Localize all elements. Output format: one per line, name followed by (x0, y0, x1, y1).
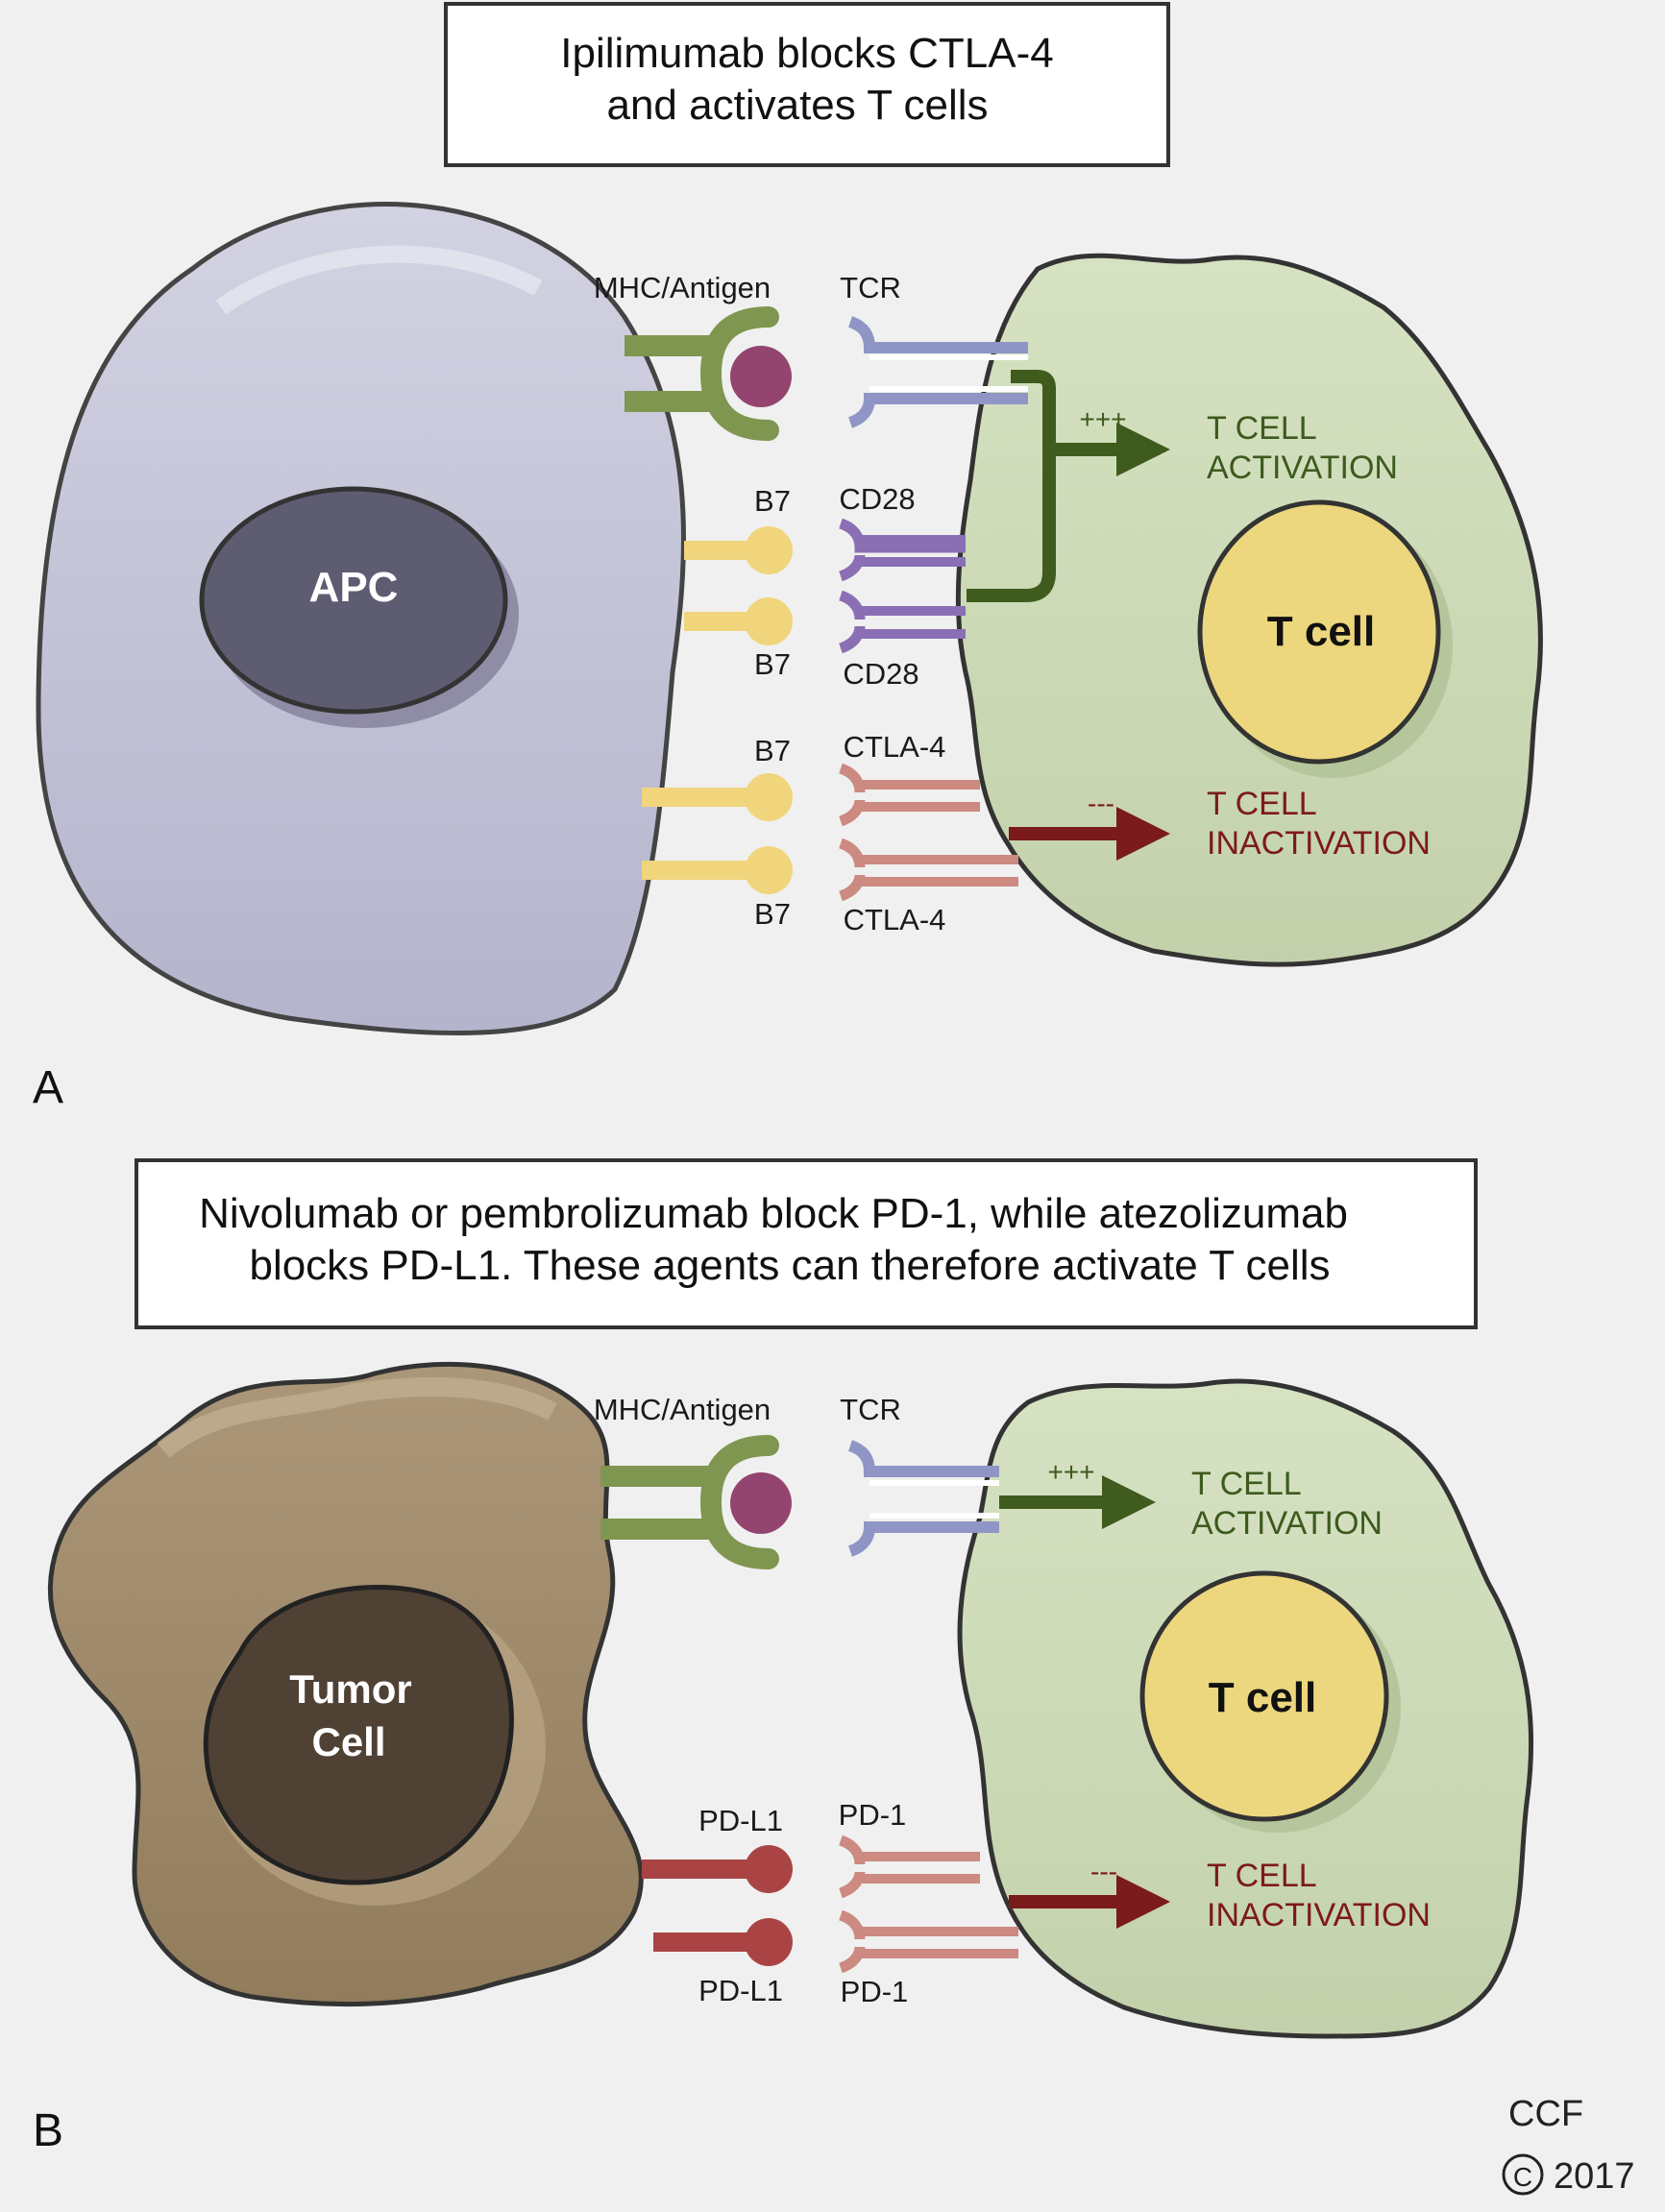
apc-nucleus (199, 486, 508, 715)
pd1-label: PD-1 (841, 1975, 909, 2008)
panel-a-caption-line2: and activates T cells (606, 82, 988, 129)
credit-name: CCF (1508, 2094, 1583, 2134)
tumor-label: Tumor (289, 1666, 412, 1712)
b7-ligand (745, 526, 793, 574)
activation-label-b: T CELL (1191, 1466, 1302, 1502)
panel-a-caption: Ipilimumab blocks CTLA-4 and activates T… (444, 2, 1170, 167)
pdl1-label: PD-L1 (698, 1804, 783, 1837)
panel-a-caption-line1: Ipilimumab blocks CTLA-4 (560, 30, 1054, 77)
panel-b-caption-line2: blocks PD-L1. These agents can therefore… (249, 1242, 1330, 1289)
b7-ligand (745, 773, 793, 821)
tcell-b-label: T cell (1209, 1674, 1317, 1721)
cd28-label: CD28 (839, 482, 915, 516)
tcell-b-nucleus (1139, 1570, 1389, 1822)
panel-b: Nivolumab or pembrolizumab block PD-1, w… (33, 1158, 1534, 2156)
mhc-antigen-a (624, 306, 792, 441)
activation-label-b: ACTIVATION (1191, 1505, 1383, 1542)
panel-a: Ipilimumab blocks CTLA-4 and activates T… (33, 2, 1543, 1113)
tumor-label: Cell (311, 1719, 385, 1764)
panel-b-caption-line1: Nivolumab or pembrolizumab block PD-1, w… (199, 1190, 1348, 1237)
mhc-label-a: MHC/Antigen (594, 271, 771, 304)
inactivation-label-a: T CELL (1207, 786, 1317, 822)
copyright-icon (1502, 2153, 1544, 2196)
pdl1-ligand (745, 1918, 793, 1966)
tcell-b: T cell (957, 1378, 1534, 2039)
activation-label-a: ACTIVATION (1207, 450, 1398, 486)
inactivation-label-a: INACTIVATION (1207, 825, 1431, 862)
tumor-cell: Tumor Cell (47, 1361, 644, 2007)
minus-sign-a: --- (1088, 789, 1114, 818)
tcr-a (847, 316, 1028, 428)
pdl1-ligand (745, 1845, 793, 1893)
mhc-label-b: MHC/Antigen (594, 1393, 771, 1426)
tcr-label-b: TCR (840, 1393, 901, 1426)
activation-label-a: T CELL (1207, 410, 1317, 447)
apc-cell: APC (36, 202, 687, 1035)
apc-label: APC (309, 564, 399, 611)
panel-b-caption: Nivolumab or pembrolizumab block PD-1, w… (135, 1158, 1478, 1329)
pd1-label: PD-1 (839, 1798, 907, 1832)
inactivation-label-b: T CELL (1207, 1858, 1317, 1894)
antigen-b (730, 1472, 792, 1534)
panel-letter-a: A (33, 1062, 63, 1113)
tcr-b (847, 1440, 999, 1557)
b7-label: B7 (754, 484, 791, 518)
b7-label: B7 (754, 734, 791, 767)
minus-sign-b: --- (1090, 1857, 1117, 1886)
pdl1-pd1-pairs (642, 1835, 1018, 1974)
tcr-label-a: TCR (840, 271, 901, 304)
copyright-credit: CCF C 2017 (1502, 2094, 1635, 2197)
activation-pathway-a (967, 370, 1170, 602)
mhc-antigen-b (600, 1435, 792, 1569)
b7-ligand (745, 597, 793, 645)
tumor-nucleus (203, 1585, 514, 1885)
tcell-a-label: T cell (1267, 608, 1376, 655)
b7-ctla4-pairs (642, 763, 1018, 902)
ctla4-label: CTLA-4 (844, 730, 946, 764)
tcell-a-nucleus (1197, 499, 1441, 765)
plus-sign-b: +++ (1047, 1457, 1094, 1487)
b7-label: B7 (754, 897, 791, 931)
ctla4-label: CTLA-4 (844, 903, 946, 936)
panel-letter-b: B (33, 2105, 63, 2156)
b7-ligand (745, 846, 793, 894)
b7-cd28-pairs (684, 518, 966, 654)
inactivation-label-b: INACTIVATION (1207, 1897, 1431, 1933)
b7-label: B7 (754, 647, 791, 681)
plus-sign-a: +++ (1079, 404, 1126, 434)
pdl1-label: PD-L1 (698, 1974, 783, 2007)
credit-year: 2017 (1554, 2156, 1635, 2197)
copyright-symbol: C (1513, 2162, 1532, 2192)
tcell-a: T cell (955, 253, 1543, 967)
cd28-label: CD28 (843, 657, 918, 691)
antigen-a (730, 346, 792, 407)
